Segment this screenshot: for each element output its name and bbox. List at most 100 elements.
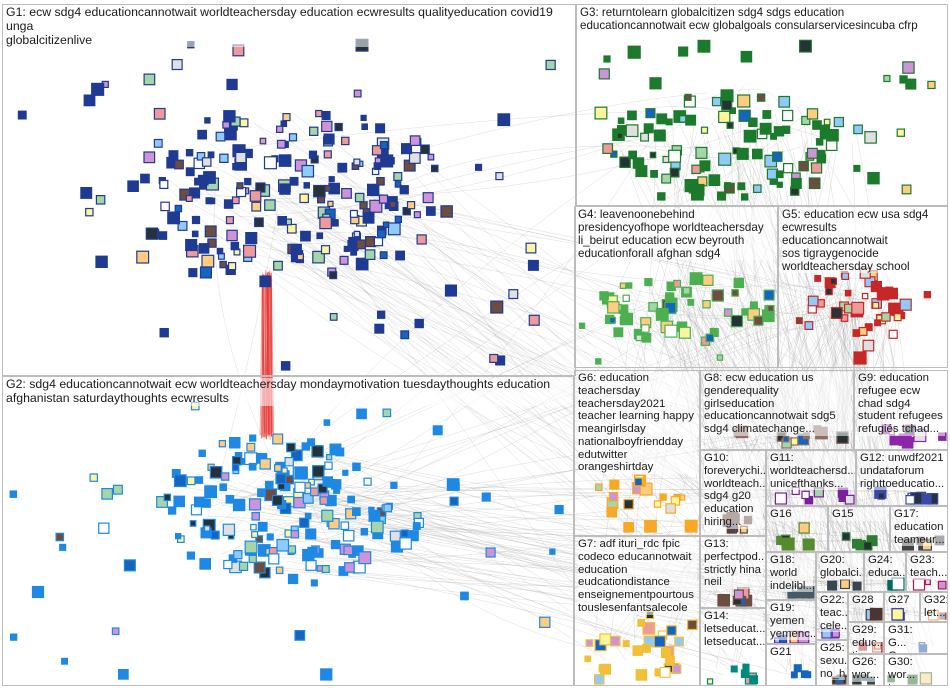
- node: [841, 532, 851, 541]
- group-label-g32: G32: let... G...: [924, 594, 947, 621]
- node: [324, 461, 333, 470]
- node: [740, 50, 753, 63]
- edge: [381, 145, 707, 196]
- group-label-g17: G17: education teameur...: [894, 508, 945, 547]
- group-label-g20: G20: globalci...: [820, 554, 864, 580]
- node: [321, 110, 331, 120]
- node: [290, 243, 302, 256]
- node: [644, 519, 657, 533]
- node: [609, 479, 620, 490]
- node: [817, 149, 826, 158]
- cluster-g15: [841, 532, 878, 551]
- node: [323, 133, 335, 145]
- node: [905, 495, 915, 505]
- node: [702, 300, 711, 309]
- node: [578, 322, 586, 329]
- node: [718, 110, 731, 124]
- node: [749, 301, 758, 310]
- node: [778, 95, 791, 108]
- node: [870, 281, 883, 293]
- node: [718, 152, 732, 166]
- node: [303, 182, 311, 189]
- node: [352, 462, 361, 472]
- node: [328, 176, 335, 183]
- node: [198, 243, 210, 254]
- group-box-g25: G25: sexu... no_h...: [816, 640, 848, 686]
- node: [320, 245, 331, 255]
- node: [603, 55, 611, 63]
- node: [709, 327, 719, 338]
- node: [286, 442, 296, 453]
- node: [330, 539, 341, 550]
- node: [645, 108, 656, 119]
- edge: [751, 164, 896, 586]
- node: [770, 132, 778, 140]
- node: [649, 151, 657, 159]
- edge: [292, 437, 637, 657]
- node: [851, 301, 865, 315]
- node: [17, 110, 27, 120]
- edge: [644, 105, 821, 138]
- node: [243, 244, 257, 258]
- node: [235, 151, 247, 164]
- node: [623, 499, 634, 510]
- edge: [766, 141, 807, 590]
- node: [55, 532, 65, 542]
- node: [299, 193, 309, 204]
- node: [245, 232, 258, 245]
- node: [808, 177, 821, 190]
- node: [627, 110, 637, 121]
- node: [752, 184, 762, 194]
- node: [901, 184, 912, 195]
- node: [594, 483, 603, 492]
- group-box-g20: G20: globalci...: [816, 552, 864, 592]
- edge: [731, 102, 794, 586]
- edge: [252, 226, 390, 244]
- group-box-g15: G15: [828, 506, 890, 552]
- node: [889, 435, 900, 446]
- group-box-g2: G2: sdg4 educationcannotwait ecw worldte…: [2, 376, 574, 686]
- cluster-g20: [827, 579, 862, 591]
- node: [730, 314, 744, 328]
- group-box-g27: G27: [884, 592, 920, 622]
- node: [321, 509, 334, 522]
- node: [432, 425, 443, 436]
- edge: [282, 496, 838, 585]
- node: [896, 128, 906, 137]
- node: [599, 291, 609, 301]
- node: [156, 496, 168, 508]
- node: [363, 477, 372, 486]
- edge: [667, 284, 810, 319]
- group-box-g5: G5: education ecw usa sdg4 ecwresults ed…: [778, 206, 948, 368]
- group-box-g10: G10: foreverychi... worldteach... sdg4 g…: [700, 450, 766, 536]
- node: [369, 199, 383, 213]
- node: [717, 593, 730, 607]
- node: [91, 82, 105, 96]
- node: [353, 230, 361, 238]
- node: [759, 122, 772, 135]
- node: [642, 621, 656, 635]
- node: [395, 250, 405, 261]
- node: [259, 137, 267, 145]
- group-box-g22: G22: teac... cele...: [816, 592, 848, 640]
- group-label-g10: G10: foreverychi... worldteach... sdg4 g…: [704, 452, 766, 529]
- node: [781, 537, 795, 551]
- node: [127, 180, 139, 192]
- node: [600, 663, 612, 675]
- node: [864, 131, 877, 144]
- node: [762, 110, 772, 119]
- node: [782, 435, 790, 443]
- node: [288, 133, 298, 142]
- node: [343, 545, 354, 556]
- node: [399, 537, 412, 550]
- node: [145, 227, 159, 240]
- node: [189, 187, 201, 199]
- node: [274, 464, 282, 472]
- node: [98, 522, 110, 534]
- group-label-g23: G23: teach...: [910, 554, 948, 580]
- node: [379, 141, 389, 150]
- node: [793, 664, 802, 673]
- node: [319, 496, 329, 505]
- node: [881, 312, 891, 322]
- node: [921, 494, 932, 505]
